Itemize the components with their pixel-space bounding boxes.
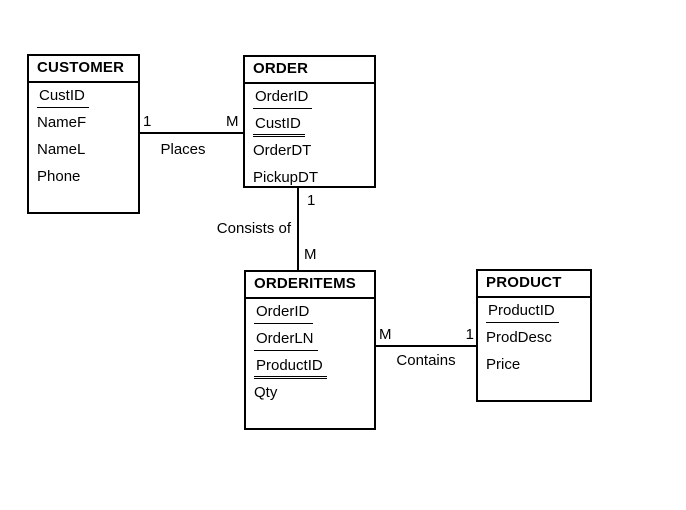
cardinality-contains-orderitems-side: M [379, 326, 392, 343]
attr-orderitems-qty-label: Qty [254, 384, 278, 401]
cardinality-consists-of-order-side: 1 [307, 192, 316, 209]
relationship-label-places: Places [160, 141, 206, 158]
attr-orderitems-productid: ProductID [246, 353, 374, 380]
entity-orderitems-title: ORDERITEMS [246, 272, 374, 299]
attr-orderitems-orderid-label: OrderID [254, 302, 314, 324]
attr-product-proddesc-label: ProdDesc [486, 329, 552, 346]
relationship-line-consists-of [297, 187, 299, 270]
attr-product-price-label: Price [486, 356, 521, 373]
attr-order-pickupdt: PickupDT [245, 165, 374, 186]
attr-product-productid-label: ProductID [486, 301, 559, 323]
attr-order-custid-label: CustID [253, 114, 305, 137]
attr-orderitems-orderln: OrderLN [246, 326, 374, 353]
cardinality-consists-of-orderitems-side: M [304, 246, 317, 263]
relationship-label-contains: Contains [396, 352, 456, 369]
attr-customer-namef-label: NameF [37, 114, 87, 131]
attr-orderitems-orderid: OrderID [246, 299, 374, 326]
attr-orderitems-orderln-label: OrderLN [254, 329, 318, 351]
attr-customer-custid-label: CustID [37, 86, 89, 108]
attr-customer-namel: NameL [29, 137, 138, 164]
entity-product: PRODUCT ProductID ProdDesc Price [476, 269, 592, 402]
cardinality-places-customer-side: 1 [143, 113, 152, 130]
cardinality-contains-product-side: 1 [465, 326, 474, 343]
attr-product-price: Price [478, 352, 590, 379]
relationship-label-consists-of: Consists of [216, 220, 291, 237]
attr-product-proddesc: ProdDesc [478, 325, 590, 352]
entity-customer-title: CUSTOMER [29, 56, 138, 83]
attr-customer-phone-label: Phone [37, 168, 81, 185]
entity-orderitems: ORDERITEMS OrderID OrderLN ProductID Qty [244, 270, 376, 430]
attr-customer-custid: CustID [29, 83, 138, 110]
entity-customer: CUSTOMER CustID NameF NameL Phone [27, 54, 140, 214]
attr-order-custid: CustID [245, 111, 374, 138]
attr-order-orderid-label: OrderID [253, 87, 313, 109]
relationship-line-places [140, 132, 243, 134]
attr-order-orderid: OrderID [245, 84, 374, 111]
entity-product-title: PRODUCT [478, 271, 590, 298]
attr-customer-phone: Phone [29, 164, 138, 191]
entity-order: ORDER OrderID CustID OrderDT PickupDT [243, 55, 376, 188]
attr-order-orderdt: OrderDT [245, 138, 374, 165]
relationship-line-contains [376, 345, 476, 347]
attr-order-pickupdt-label: PickupDT [253, 169, 319, 186]
attr-product-productid: ProductID [478, 298, 590, 325]
entity-order-title: ORDER [245, 57, 374, 84]
attr-orderitems-qty: Qty [246, 380, 374, 407]
cardinality-places-order-side: M [226, 113, 239, 130]
attr-orderitems-productid-label: ProductID [254, 356, 327, 379]
attr-customer-namel-label: NameL [37, 141, 86, 158]
attr-customer-namef: NameF [29, 110, 138, 137]
attr-order-orderdt-label: OrderDT [253, 142, 312, 159]
